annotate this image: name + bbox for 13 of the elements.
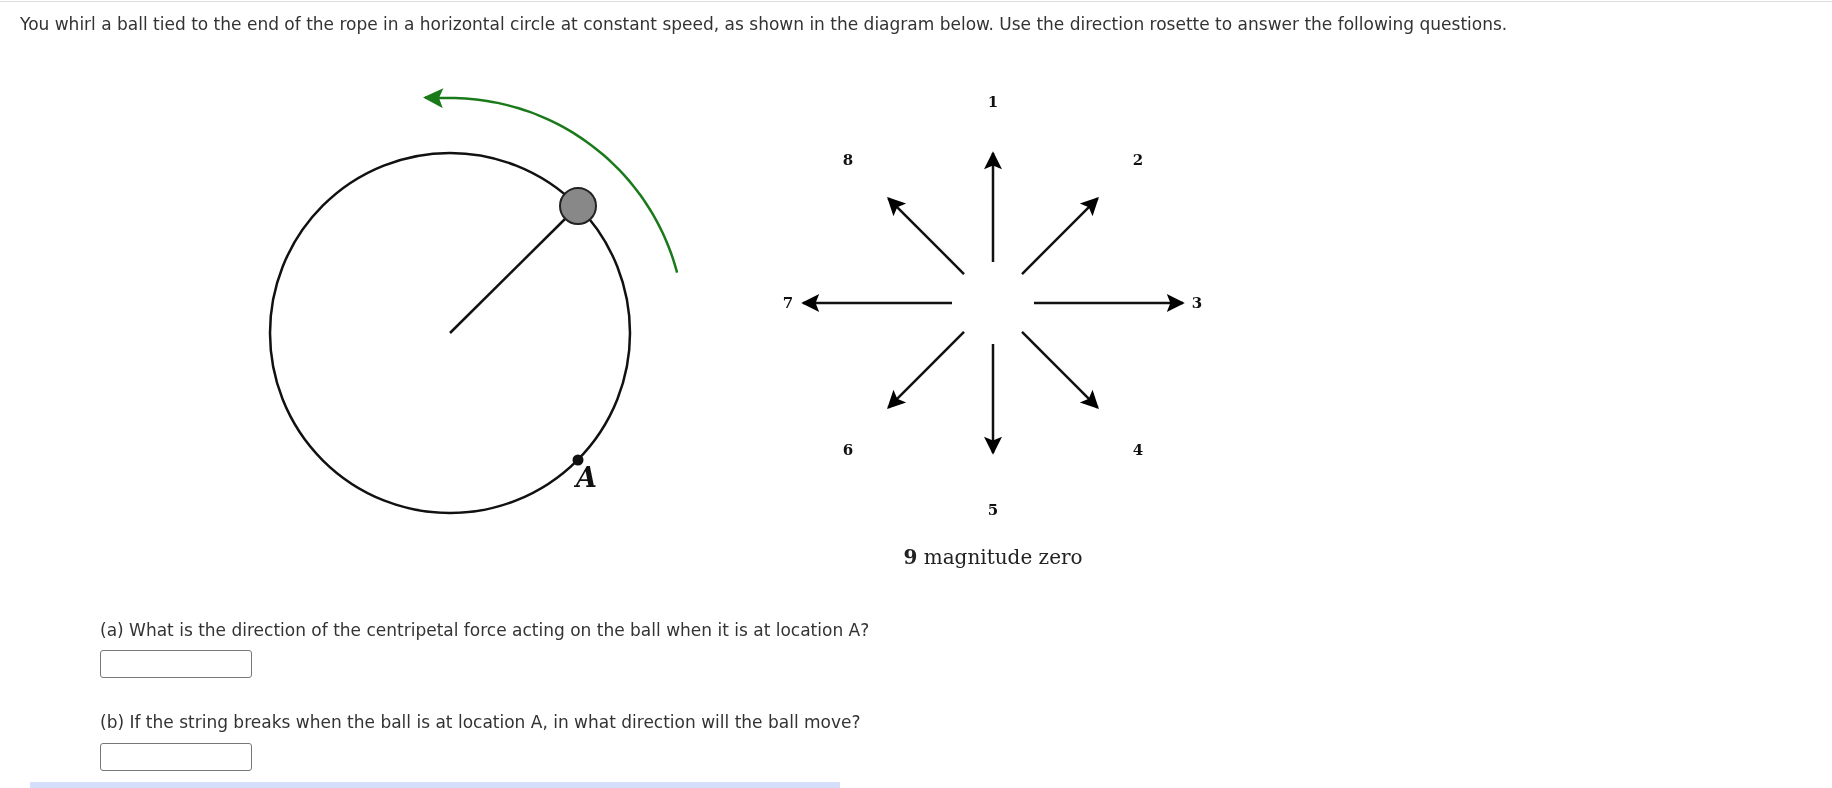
direction-number: 8 [842,151,854,169]
point-label: A [576,462,597,493]
question-text: (b) If the string breaks when the ball is at location A, in what direction will the ball move? [100,712,861,732]
direction-number: 4 [1132,441,1144,459]
direction-number: 3 [1191,294,1203,312]
direction-number: 6 [842,441,854,459]
rosette-caption: 9 magnitude zero [903,545,1083,569]
direction-number: 5 [987,501,999,519]
direction-number: 7 [782,294,794,312]
instruction-text: You whirl a ball tied to the end of the rope in a horizontal circle at constant speed, as shown in the diagram below. Use the direction rosette to answer the following questions. [20,14,1508,34]
direction-number: 1 [987,93,999,111]
direction-number: 2 [1132,151,1144,169]
question-text: (a) What is the direction of the centripetal force acting on the ball when it is at location A? [100,620,870,640]
